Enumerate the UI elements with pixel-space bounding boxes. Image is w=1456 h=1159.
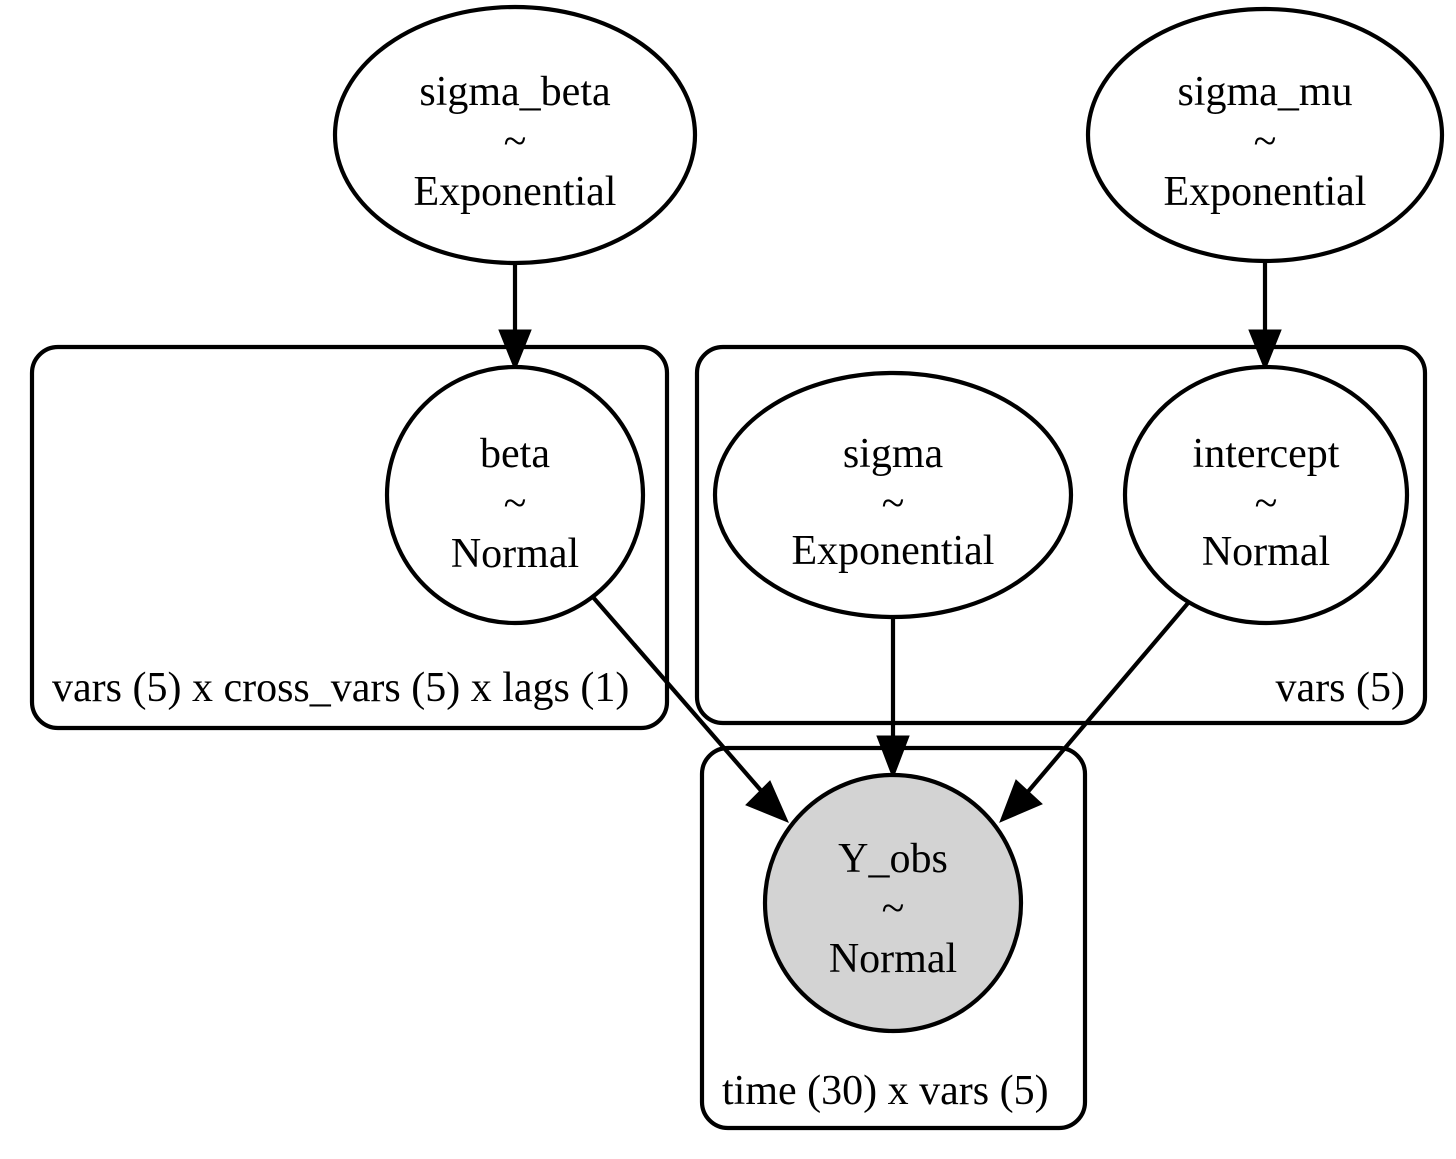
node-y-obs-name: Y_obs: [838, 836, 948, 882]
node-sigma-mu-name: sigma_mu: [1178, 69, 1353, 115]
edge-sigma-to-y-obs-arrowhead: [876, 735, 910, 780]
edge-sigma-mu-to-intercept: [1248, 260, 1282, 372]
edge-sigma-beta-to-beta-arrowhead: [498, 329, 532, 372]
edge-sigma-beta-to-beta: [498, 263, 532, 372]
edge-sigma-to-y-obs: [876, 617, 910, 780]
node-sigma-beta-distribution: Exponential: [414, 169, 617, 215]
node-sigma-mu-tilde: ~: [1254, 119, 1277, 165]
plate-vars: vars (5): [694, 344, 1428, 726]
node-sigma-beta-shape[interactable]: [332, 4, 698, 266]
node-sigma[interactable]: sigma ~ Exponential: [712, 370, 1074, 620]
plate-obs: time (30) x vars (5): [699, 745, 1088, 1131]
node-intercept-name: intercept: [1193, 431, 1340, 477]
node-beta-tilde: ~: [504, 481, 527, 527]
node-y-obs[interactable]: Y_obs ~ Normal: [762, 772, 1024, 1034]
node-intercept-distribution: Normal: [1202, 529, 1330, 575]
edge-beta-to-y-obs-line: [590, 594, 766, 796]
node-beta[interactable]: beta ~ Normal: [384, 364, 646, 626]
plate-beta: vars (5) x cross_vars (5) x lags (1): [29, 344, 670, 731]
node-sigma-name: sigma: [843, 431, 944, 477]
edge-beta-to-y-obs: [590, 594, 789, 823]
node-sigma-beta[interactable]: sigma_beta ~ Exponential: [332, 4, 698, 266]
edge-intercept-to-y-obs-line: [1024, 594, 1196, 796]
node-y-obs-distribution: Normal: [829, 936, 957, 982]
node-sigma-mu-distribution: Exponential: [1164, 169, 1367, 215]
plate-obs-label: time (30) x vars (5): [722, 1068, 1049, 1114]
node-y-obs-tilde: ~: [882, 886, 905, 932]
node-sigma-distribution: Exponential: [792, 528, 995, 574]
plate-vars-label: vars (5): [1276, 665, 1405, 711]
edge-sigma-mu-to-intercept-arrowhead: [1248, 329, 1282, 372]
node-y-obs-shape[interactable]: [762, 772, 1024, 1034]
node-sigma-beta-name: sigma_beta: [419, 69, 611, 115]
node-sigma-tilde: ~: [882, 481, 905, 527]
node-beta-name: beta: [480, 431, 550, 477]
node-sigma-mu-shape[interactable]: [1085, 6, 1445, 264]
plate-beta-border: [29, 344, 670, 731]
node-intercept-tilde: ~: [1255, 481, 1278, 527]
node-intercept[interactable]: intercept ~ Normal: [1122, 364, 1410, 626]
plate-beta-label: vars (5) x cross_vars (5) x lags (1): [52, 665, 629, 711]
edge-intercept-to-y-obs: [999, 594, 1196, 823]
node-sigma-shape[interactable]: [712, 370, 1074, 620]
plate-vars-border: [694, 344, 1428, 726]
node-sigma-mu[interactable]: sigma_mu ~ Exponential: [1085, 6, 1445, 264]
node-beta-shape[interactable]: [384, 364, 646, 626]
node-sigma-beta-tilde: ~: [504, 119, 527, 165]
node-beta-distribution: Normal: [451, 531, 579, 577]
edge-beta-to-y-obs-arrowhead: [745, 780, 789, 823]
node-intercept-shape[interactable]: [1122, 364, 1410, 626]
edge-intercept-to-y-obs-arrowhead: [999, 779, 1043, 823]
